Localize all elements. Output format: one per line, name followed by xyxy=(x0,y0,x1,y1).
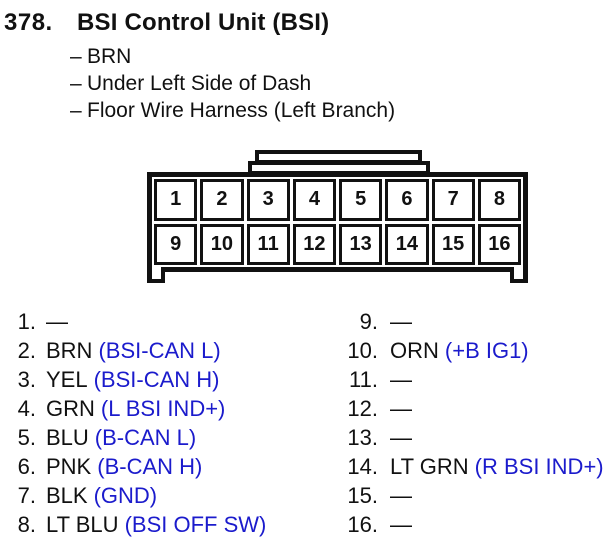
pin-signal: (B-CAN L) xyxy=(94,424,197,450)
detail-item: –BRN xyxy=(70,43,395,70)
pin-number: 11. xyxy=(349,366,378,392)
pin-row-8: 8. LT BLU(BSI OFF SW) xyxy=(14,510,267,539)
pin-row-1: 1. — xyxy=(14,307,266,336)
pin-signal: (R BSI IND+) xyxy=(474,453,604,479)
connector-foot-right xyxy=(510,267,528,283)
pin-wire-color: — xyxy=(390,482,412,508)
pin-number: 8. xyxy=(17,511,36,537)
detail-item: –Under Left Side of Dash xyxy=(70,70,395,97)
pin-wire-color: — xyxy=(390,424,412,450)
detail-item: –Floor Wire Harness (Left Branch) xyxy=(70,97,395,124)
pin-wire-color: LT BLU xyxy=(46,511,119,537)
pin-number: 4. xyxy=(17,395,36,421)
dash-bullet: – xyxy=(70,44,82,68)
pin-list-left: 1. — 2. BRN(BSI-CAN L) 3. YEL(BSI-CAN H) 4. GRN… xyxy=(14,307,267,539)
detail-text: BRN xyxy=(87,44,132,68)
pin-cell-7: 7 xyxy=(431,179,475,221)
pin-wire-color: — xyxy=(390,395,412,421)
pin-row-2: 2. BRN(BSI-CAN L) xyxy=(14,336,266,365)
pin-wire-color: — xyxy=(390,366,412,392)
pin-wire-color: LT GRN xyxy=(390,453,469,479)
pin-signal: (B-CAN H) xyxy=(97,453,203,479)
pin-row-4: 4. GRN(L BSI IND+) xyxy=(14,394,266,423)
dash-bullet: – xyxy=(70,71,82,95)
pin-number: 6. xyxy=(17,453,36,479)
pin-signal: (BSI-CAN H) xyxy=(93,366,220,392)
pin-wire-color: GRN xyxy=(46,395,95,421)
pin-row-11: 11. — xyxy=(340,365,604,394)
pin-wire-color: BLU xyxy=(46,424,89,450)
pin-row-9: 9. — xyxy=(340,307,604,336)
pin-cell-3: 3 xyxy=(246,179,290,221)
pin-cell-9: 9 xyxy=(154,223,198,265)
pin-cell-10: 10 xyxy=(200,223,244,265)
pin-wire-color: — xyxy=(46,308,68,334)
connector-foot-left xyxy=(147,267,165,283)
pin-row-10: 10. ORN(+B IG1) xyxy=(340,336,604,365)
pin-wire-color: BRN xyxy=(46,337,93,363)
pin-signal: (+B IG1) xyxy=(444,337,529,363)
pin-wire-color: — xyxy=(390,308,412,334)
pin-wire-color: YEL xyxy=(46,366,88,392)
pin-number: 13. xyxy=(347,424,378,450)
dash-bullet: – xyxy=(70,98,82,122)
pin-list-right: 9. — 10. ORN(+B IG1) 11. — 12. — 13. — 14. LT GRN(R… xyxy=(340,307,604,539)
pin-row-7: 7. BLK(GND) xyxy=(14,481,266,510)
pin-row-6: 6. PNK(B-CAN H) xyxy=(14,452,266,481)
pin-cell-11: 11 xyxy=(246,223,290,265)
pin-cell-16: 16 xyxy=(477,223,521,265)
pin-signal: (GND) xyxy=(93,482,158,508)
pin-row-3: 3. YEL(BSI-CAN H) xyxy=(14,365,266,394)
pin-number: 10. xyxy=(347,337,378,363)
pin-cell-15: 15 xyxy=(431,223,475,265)
detail-text: Floor Wire Harness (Left Branch) xyxy=(87,98,396,122)
pin-cell-8: 8 xyxy=(477,179,521,221)
pin-row-5: 5. BLU(B-CAN L) xyxy=(14,423,266,452)
pin-number: 1. xyxy=(17,308,36,334)
pin-cell-2: 2 xyxy=(200,179,244,221)
pin-row-16: 16. — xyxy=(340,510,604,539)
pin-number: 12. xyxy=(347,395,378,421)
pin-number: 2. xyxy=(17,337,36,363)
detail-text: Under Left Side of Dash xyxy=(87,71,312,95)
pin-cell-5: 5 xyxy=(339,179,383,221)
pin-cell-6: 6 xyxy=(385,179,429,221)
pin-cell-14: 14 xyxy=(385,223,429,265)
pin-number: 3. xyxy=(17,366,36,392)
pin-number: 9. xyxy=(359,308,378,334)
pin-number: 14. xyxy=(347,453,378,479)
pin-row-12: 12. — xyxy=(340,394,604,423)
pin-row-14: 14. LT GRN(R BSI IND+) xyxy=(340,452,604,481)
pin-row-13: 13. — xyxy=(340,423,604,452)
page-number: 378. xyxy=(4,9,53,36)
pin-wire-color: ORN xyxy=(390,337,439,363)
pin-wire-color: — xyxy=(390,511,412,537)
pin-signal: (L BSI IND+) xyxy=(100,395,226,421)
pin-cell-4: 4 xyxy=(292,179,336,221)
pin-number: 5. xyxy=(17,424,36,450)
pin-cell-12: 12 xyxy=(292,223,336,265)
pin-cell-13: 13 xyxy=(339,223,383,265)
pin-number: 7. xyxy=(17,482,36,508)
pin-signal: (BSI-CAN L) xyxy=(98,337,221,363)
page-title: BSI Control Unit (BSI) xyxy=(77,9,330,36)
pin-number: 15. xyxy=(347,482,378,508)
pin-signal: (BSI OFF SW) xyxy=(124,511,267,537)
pin-wire-color: BLK xyxy=(46,482,88,508)
pin-number: 16. xyxy=(347,511,378,537)
detail-list: –BRN–Under Left Side of Dash–Floor Wire … xyxy=(70,43,395,124)
pin-row-15: 15. — xyxy=(340,481,604,510)
pin-cell-1: 1 xyxy=(154,179,198,221)
pin-wire-color: PNK xyxy=(46,453,92,479)
